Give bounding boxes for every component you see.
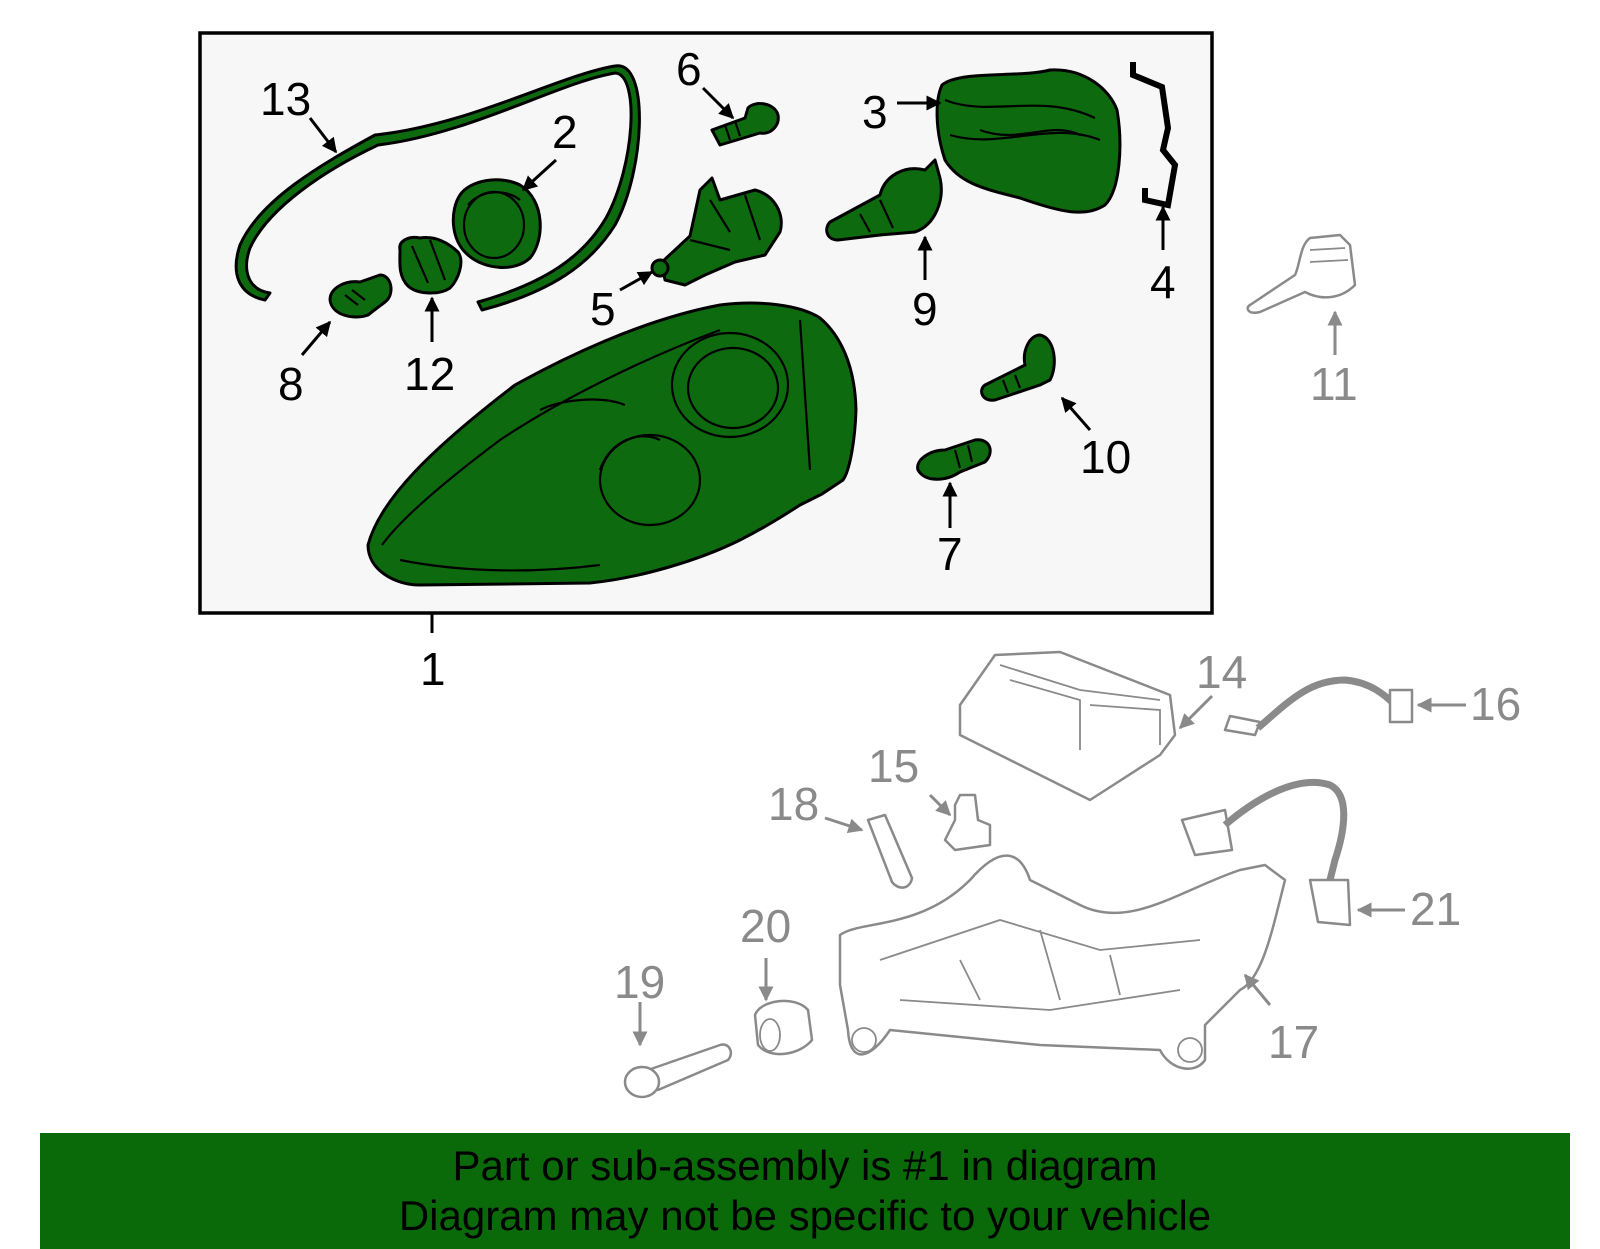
connector-harness-part[interactable]: [1180, 778, 1352, 927]
callout-3[interactable]: 3: [862, 86, 888, 138]
callout-16[interactable]: 16: [1470, 678, 1521, 730]
headlamp-bulb-dim-part[interactable]: [1246, 233, 1357, 314]
callout-4[interactable]: 4: [1150, 256, 1176, 308]
callout-11[interactable]: 11: [1310, 358, 1358, 410]
callout-14[interactable]: 14: [1196, 646, 1247, 698]
callout-7[interactable]: 7: [937, 528, 963, 580]
banner-line-2: Diagram may not be specific to your vehi…: [398, 1192, 1212, 1239]
callout-6[interactable]: 6: [676, 43, 702, 95]
callout-17[interactable]: 17: [1268, 1016, 1319, 1068]
reflector-cover-part[interactable]: [935, 68, 1122, 214]
pin-part[interactable]: [866, 813, 914, 889]
control-module-part[interactable]: [958, 650, 1177, 802]
callout-8[interactable]: 8: [278, 358, 304, 410]
headlamp-cap-part[interactable]: [451, 178, 542, 269]
seal-strip-part[interactable]: [234, 64, 641, 312]
screw-part[interactable]: [943, 793, 992, 852]
callout-1[interactable]: 1: [420, 643, 446, 695]
wiring-harness-part[interactable]: [1223, 676, 1414, 737]
adjusting-screw-part[interactable]: [710, 102, 780, 147]
bushing-part[interactable]: [753, 999, 814, 1056]
callout-20[interactable]: 20: [740, 900, 791, 952]
bolt-part[interactable]: [623, 1043, 733, 1099]
callout-labels: 1 2 3 4 5 6 7 8 9 10 11 12 13 14 15 16 1…: [260, 43, 1521, 1068]
callout-15[interactable]: 15: [868, 740, 919, 792]
bulb-socket-assembly-part[interactable]: [650, 176, 783, 287]
callout-13[interactable]: 13: [260, 73, 311, 125]
halogen-bulb-part[interactable]: [825, 158, 943, 242]
wedge-bulb-part[interactable]: [916, 438, 992, 481]
bulb-socket-part[interactable]: [398, 236, 463, 295]
banner-line-1: Part or sub-assembly is #1 in diagram: [452, 1142, 1158, 1189]
callout-18[interactable]: 18: [768, 778, 819, 830]
mounting-bracket-part[interactable]: [838, 854, 1287, 1070]
callout-5[interactable]: 5: [590, 283, 616, 335]
callout-12[interactable]: 12: [404, 348, 455, 400]
leader-lines: [300, 86, 1171, 528]
small-bulb-part[interactable]: [328, 273, 393, 319]
bracket-part[interactable]: [1130, 62, 1179, 209]
dim-leader-lines: [632, 310, 1466, 1047]
callout-2[interactable]: 2: [552, 106, 578, 158]
callout-10[interactable]: 10: [1080, 431, 1131, 483]
info-banner: Part or sub-assembly is #1 in diagram Di…: [40, 1133, 1570, 1249]
callout-9[interactable]: 9: [912, 283, 938, 335]
callout-21[interactable]: 21: [1410, 883, 1461, 935]
xenon-bulb-part[interactable]: [980, 333, 1056, 402]
callout-19[interactable]: 19: [614, 956, 665, 1008]
headlamp-housing-part[interactable]: [366, 301, 858, 587]
